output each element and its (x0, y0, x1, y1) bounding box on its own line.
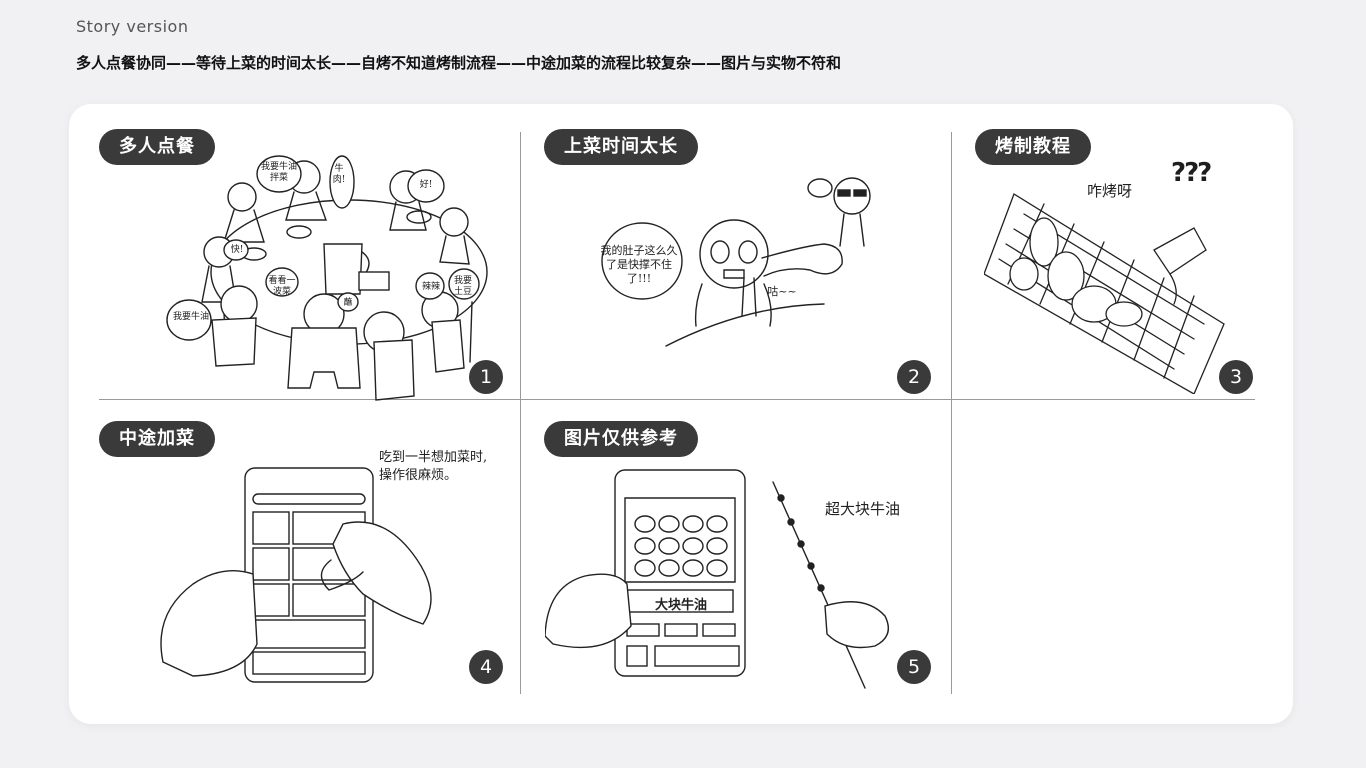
note-4-line-2: 操作很麻烦。 (379, 468, 458, 483)
bubble-1-b: 快! (230, 245, 244, 255)
note-5-real-item: 超大块牛油 (825, 500, 901, 518)
sketch-phone-ordering (160, 467, 432, 683)
grid-divider-v1 (520, 132, 521, 694)
headline: 多人点餐协同——等待上菜的时间太长——自烤不知道烤制流程——中途加菜的流程比较复… (76, 54, 842, 72)
bubble-1-f: 辣辣 (421, 282, 440, 292)
bubble-1-c: 我要牛油 (173, 312, 210, 322)
sketch-waiting (601, 177, 871, 347)
panel-5-number: 5 (897, 650, 931, 684)
bubble-2-growl: 咕~~ (767, 285, 797, 298)
bubble-1-e: 看看一波菜 (268, 276, 296, 297)
bubble-1-i: 蘸 (343, 298, 353, 308)
sketch-group-dining (166, 155, 488, 401)
note-5-photo-label: 大块牛油 (655, 598, 708, 613)
sketch-grilling (984, 193, 1225, 394)
panel-2-number: 2 (897, 360, 931, 394)
panel-1-number: 1 (469, 360, 503, 394)
note-3-question-marks: ??? (1171, 158, 1212, 188)
panel-3-label: 烤制教程 (975, 129, 1091, 165)
grid-divider-v2 (951, 132, 952, 694)
panel-2-label: 上菜时间太长 (544, 129, 698, 165)
bubble-1-a: 我要牛油拌菜 (261, 162, 298, 183)
note-4-line-1: 吃到一半想加菜时, (379, 450, 488, 465)
panel-4-number: 4 (469, 650, 503, 684)
bubble-2-stomach: 我的肚子这么久了是快撑不住了!!! (600, 244, 678, 285)
panel-1-label: 多人点餐 (99, 129, 215, 165)
subtitle: Story version (76, 17, 189, 36)
sketch-photo-vs-real (545, 469, 889, 689)
storyboard: 多人点餐 (69, 104, 1293, 724)
bubble-1-g: 我要土豆 (453, 276, 472, 297)
note-3-how-to-grill: 咋烤呀 (1087, 182, 1133, 200)
bubble-1-h: 好! (419, 180, 433, 190)
panel-3-number: 3 (1219, 360, 1253, 394)
bubble-1-d: 牛肉! (332, 164, 346, 185)
panel-5-label: 图片仅供参考 (544, 421, 698, 457)
panel-4-label: 中途加菜 (99, 421, 215, 457)
grid-divider-h (99, 399, 1255, 400)
